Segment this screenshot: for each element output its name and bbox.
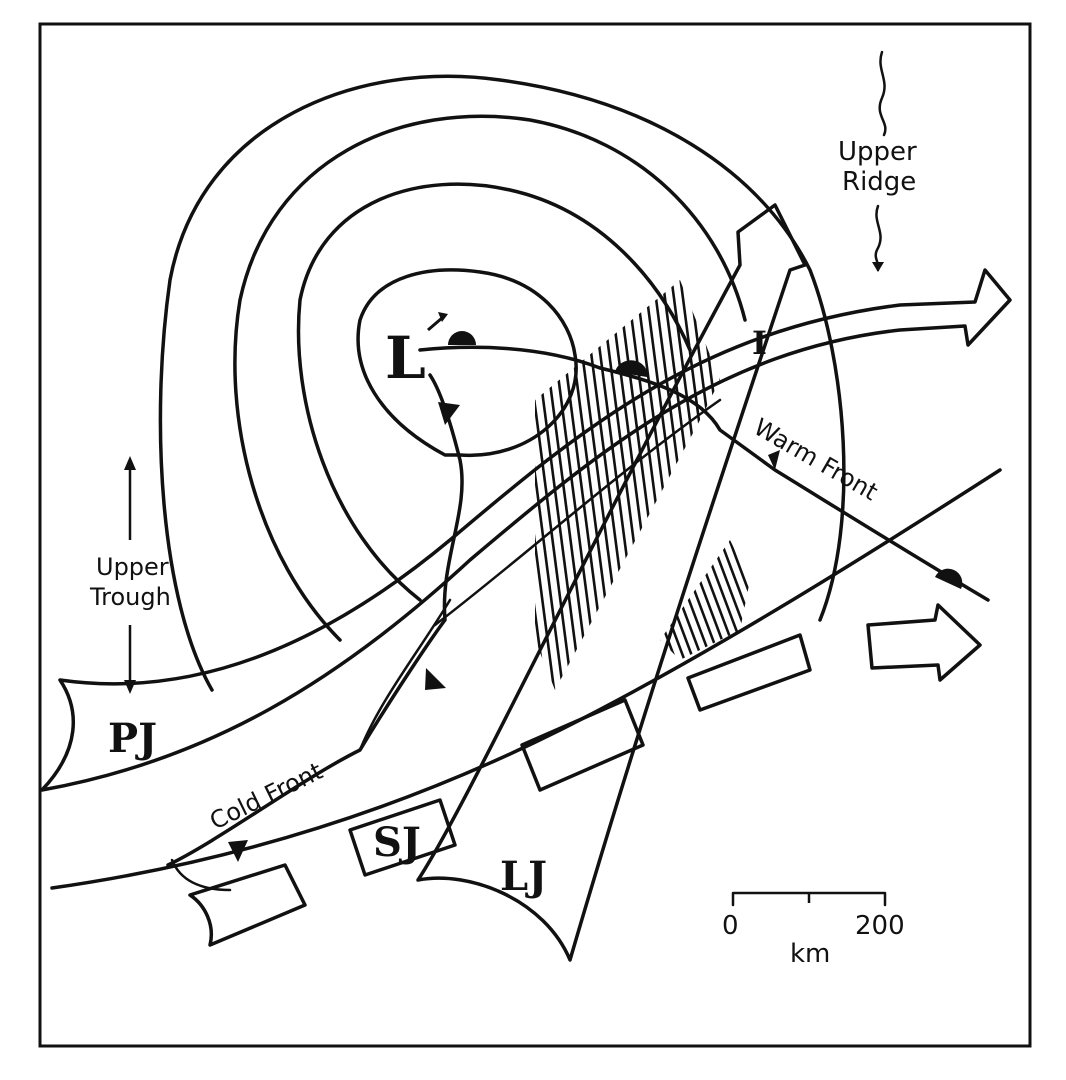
height-contour-3 [296,182,692,602]
low-motion-arrow [427,316,443,332]
hatch-line [535,280,578,690]
upper-trough-arrowhead-bottom [124,680,136,694]
height-contour-2 [233,114,747,642]
hatch-line [660,540,703,660]
front-connector-3 [433,398,722,627]
hatch-line [660,540,667,660]
low-pressure-symbol: L [385,312,448,392]
hatch-line [318,260,378,720]
warm-front-bump-3 [935,568,963,589]
front-connector-1 [358,598,452,752]
upper-ridge-label-line2: Ridge [842,167,916,197]
hatch-line [577,280,641,690]
height-contour-outer [158,74,846,692]
hatch-line [435,260,495,720]
hatch-line [803,520,863,680]
hatch-line [417,260,477,720]
hatch-line [462,260,522,720]
front-connector-2 [170,858,232,892]
hatch-line [729,540,750,660]
upper-trough-label-line2: Trough [89,583,171,611]
height-contour-inner [356,268,578,458]
polar-jet-arrow [40,268,1012,792]
subtropical-jet-label: SJ [373,819,421,866]
upper-ridge-label-line1: Upper [838,137,917,167]
warm-front-line [418,345,990,602]
hatch-line [768,260,828,720]
upper-ridge-arrowhead [872,262,884,272]
hatch-line [300,260,360,720]
warm-front-label: Warm Front [749,413,883,506]
hatch-line [444,260,504,720]
hatch-line [426,260,486,720]
jet-intersection-label: I [752,324,767,362]
hatch-line [622,280,686,690]
scale-bar-end-label: 200 [855,911,905,941]
hatch-line [794,520,854,680]
cold-front-line [166,373,464,867]
hatch-line [675,540,739,660]
downstream-motion-arrow [866,603,982,682]
hatch-line [471,260,531,720]
low-level-jet-arrow [416,203,807,962]
hatch-line [720,540,750,660]
upper-trough-label-line1: Upper [96,553,169,581]
hatch-line [660,540,685,660]
cold-front-barb-2 [228,840,248,862]
hatch-line [586,280,650,690]
warm-front-bump-2 [615,360,648,377]
low-motion-arrowhead [438,312,448,322]
hatch-line [786,260,846,720]
cold-front-barb-3 [438,402,460,425]
hatch-line [767,520,827,680]
scale-bar-start-label: 0 [722,911,739,941]
upper-trough-arrowhead-top [124,456,136,470]
cold-front-barb-1 [425,668,446,690]
hatch-line [604,280,668,690]
hatch-line [535,280,560,690]
hatch-line [758,520,818,680]
warm-front-bump-1 [448,331,476,345]
hatch-line [660,540,721,660]
cold-front-label: Cold Front [205,757,327,836]
warm-front-marker [768,450,780,470]
upper-ridge-axis-top [878,50,887,137]
hatch-line [535,280,596,690]
low-pressure-label: L [385,324,426,392]
polar-jet-label: PJ [108,715,157,762]
hatch-line [667,280,720,690]
scale-bar: 0 200 km [722,891,905,969]
subtropical-jet-streak-boxes [188,633,812,947]
hatch-line [812,520,872,680]
hatch-line [702,540,750,660]
hatch-line [535,280,569,690]
hatch-line [559,280,623,690]
upper-ridge-axis-bottom [874,204,882,272]
hatch-line [535,280,551,690]
diagram-frame [38,22,1032,1048]
hatch-line [747,540,750,660]
low-level-jet-label: LJ [500,853,547,900]
scale-bar-unit-label: km [790,939,830,969]
hatch-line [595,280,659,690]
